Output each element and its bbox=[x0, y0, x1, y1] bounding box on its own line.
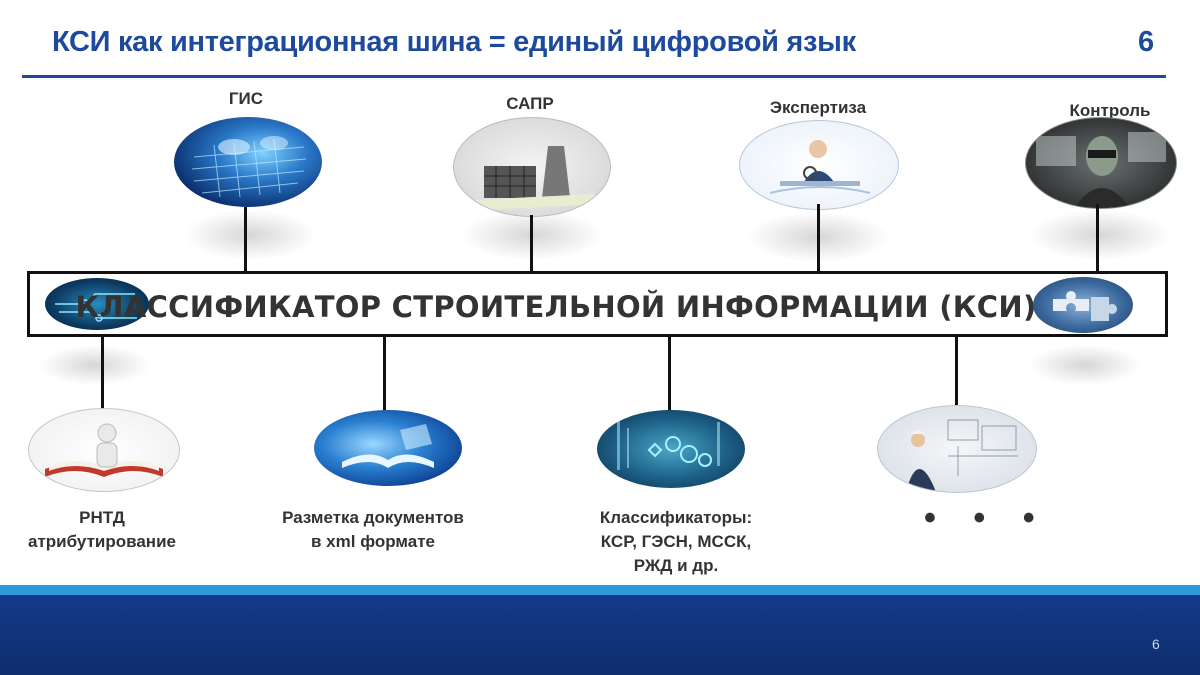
bar-left-shadow bbox=[40, 345, 150, 385]
circuit-icon bbox=[55, 293, 137, 322]
controller-person-icon bbox=[1036, 132, 1166, 208]
xml-label-line2: в xml формате bbox=[311, 532, 435, 551]
ksi-right-image bbox=[1033, 277, 1133, 333]
classifiers-label: Классификаторы: КСР, ГЭСН, МССК, РЖД и д… bbox=[566, 506, 786, 578]
xml-label-line1: Разметка документов bbox=[282, 508, 464, 527]
gis-image bbox=[174, 117, 322, 207]
bar-right-shadow bbox=[1030, 345, 1140, 385]
footer-page-number: 6 bbox=[1152, 636, 1160, 652]
control-shadow bbox=[1030, 210, 1170, 260]
connector-classifiers bbox=[668, 337, 671, 411]
inspector-icon bbox=[769, 140, 871, 194]
rntd-label-line1: РНТД bbox=[79, 508, 125, 527]
title-underline bbox=[22, 75, 1166, 78]
building-model-icon bbox=[474, 146, 602, 210]
connector-control bbox=[1096, 204, 1099, 271]
connector-expertise bbox=[817, 204, 820, 271]
more-ellipsis: • • • bbox=[924, 499, 1049, 537]
engineer-icon bbox=[906, 419, 1018, 492]
ksi-title: КЛАССИФИКАТОР СТРОИТЕЛЬНОЙ ИНФОРМАЦИИ (К… bbox=[75, 290, 1037, 324]
connector-cad bbox=[530, 215, 533, 271]
gis-label: ГИС bbox=[228, 89, 264, 108]
expertise-label: Экспертиза bbox=[769, 98, 867, 117]
control-image bbox=[1025, 117, 1177, 209]
classifiers-image bbox=[597, 410, 745, 488]
connector-gis bbox=[244, 207, 247, 271]
control-label: Контроль bbox=[1069, 101, 1151, 120]
footer-accent-strip bbox=[0, 585, 1200, 595]
rntd-label: РНТД атрибутирование bbox=[0, 506, 204, 554]
gis-shadow bbox=[185, 210, 315, 260]
gears-icon bbox=[617, 420, 720, 470]
connector-xml bbox=[383, 337, 386, 411]
classifiers-label-line3: РЖД и др. bbox=[633, 556, 719, 575]
classifiers-label-line1: Классификаторы: bbox=[599, 508, 753, 527]
slide-number: 6 bbox=[1138, 26, 1155, 58]
keyboard-icon bbox=[191, 136, 307, 198]
xml-image bbox=[314, 410, 462, 486]
cad-label: САПР bbox=[506, 94, 554, 113]
ksi-bar: КЛАССИФИКАТОР СТРОИТЕЛЬНОЙ ИНФОРМАЦИИ (К… bbox=[27, 271, 1168, 337]
puzzle-icon bbox=[1053, 291, 1117, 321]
footer-band bbox=[0, 595, 1200, 675]
rntd-image bbox=[28, 408, 180, 492]
ksi-left-image bbox=[45, 278, 149, 330]
connector-more bbox=[955, 337, 958, 411]
rntd-label-line2: атрибутирование bbox=[28, 532, 176, 551]
book-reader-icon bbox=[45, 423, 163, 477]
cad-image bbox=[453, 117, 611, 217]
xml-label: Разметка документов в xml формате bbox=[255, 506, 491, 554]
expertise-image bbox=[739, 120, 899, 210]
slide-title: КСИ как интеграционная шина = единый циф… bbox=[52, 26, 856, 58]
open-book-icon bbox=[342, 424, 434, 468]
more-image bbox=[877, 405, 1037, 493]
classifiers-label-line2: КСР, ГЭСН, МССК, bbox=[600, 532, 752, 551]
connector-rntd bbox=[101, 337, 104, 411]
